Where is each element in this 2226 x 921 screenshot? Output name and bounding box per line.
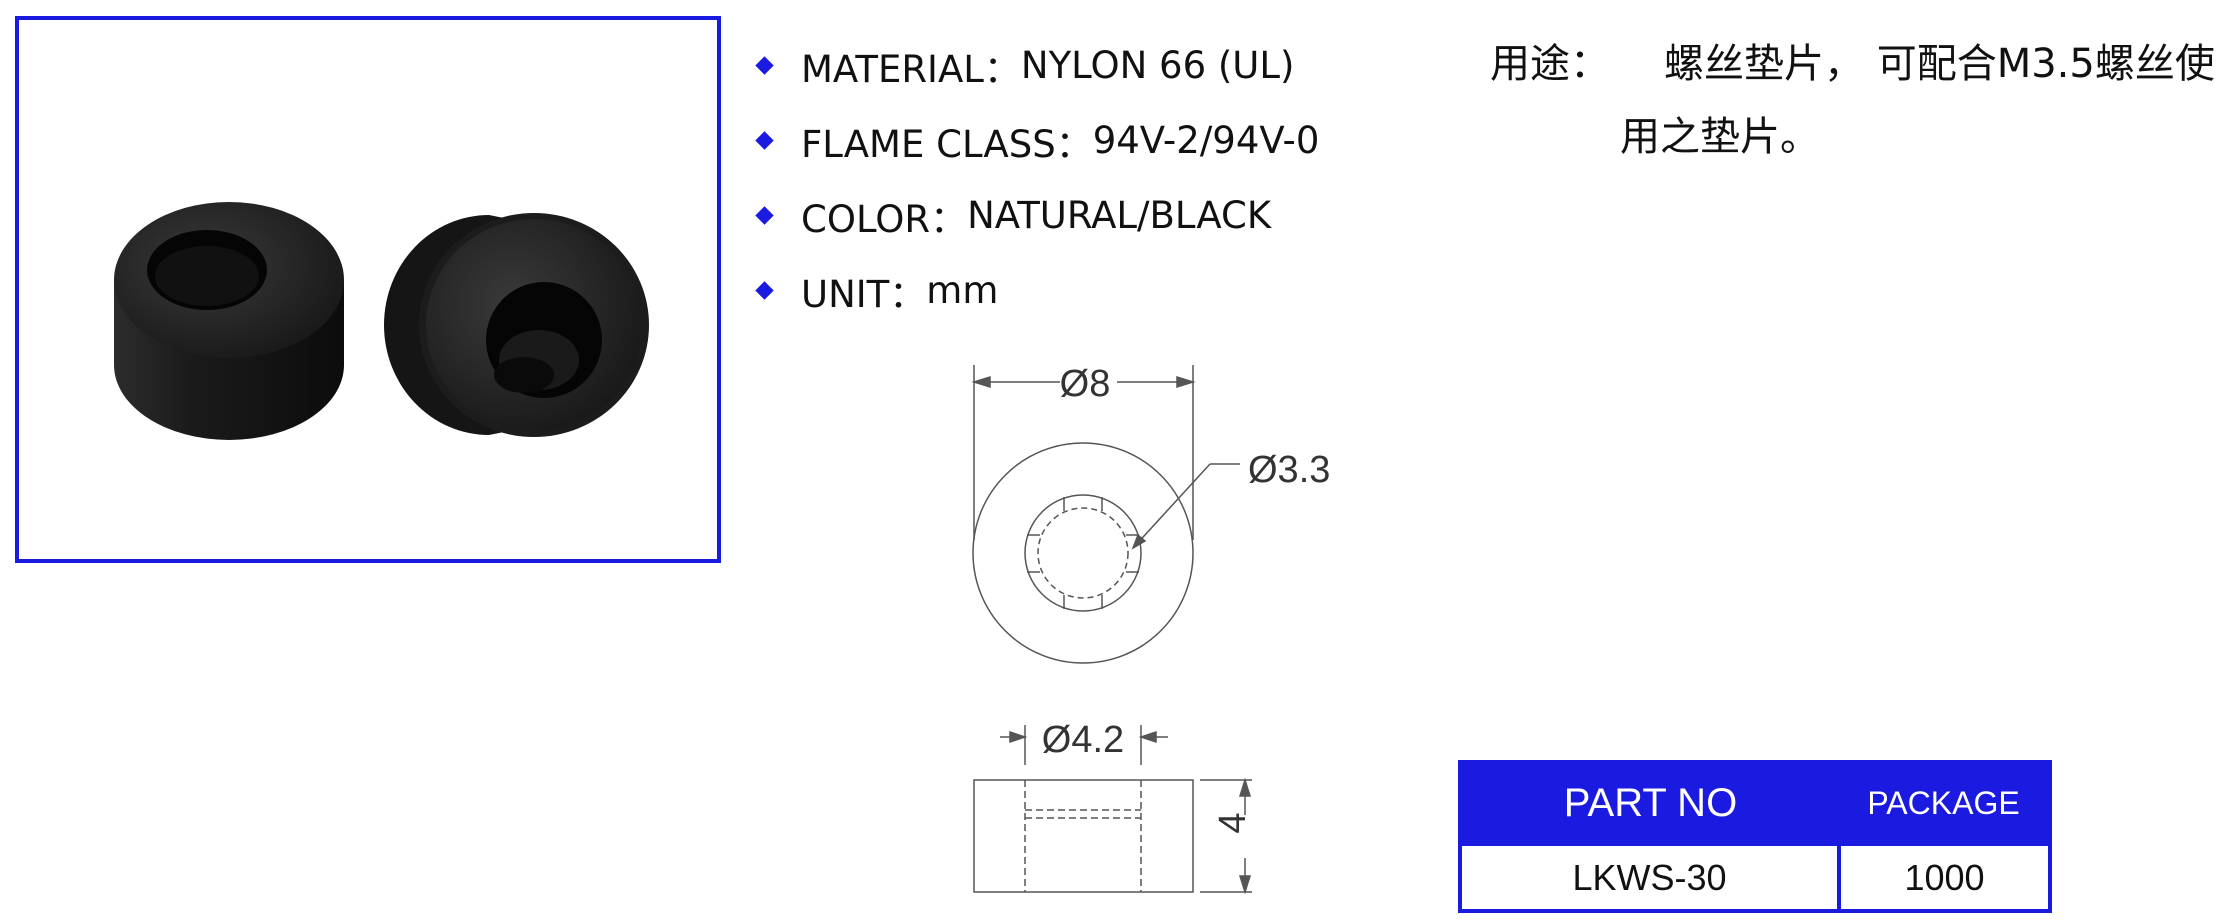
usage-description: 用途： 螺丝垫片， 可配合M3.5螺丝使 用之垫片。 [1490, 28, 2215, 174]
product-photo [114, 202, 649, 440]
top-view [971, 365, 1240, 664]
spec-value: mm [926, 269, 999, 312]
product-photo-frame [15, 16, 721, 563]
spec-color: COLOR： NATURAL/BLACK [750, 178, 1319, 253]
spec-label: COLOR： [801, 197, 968, 241]
dimension-thickness: 4 [1212, 812, 1254, 833]
spec-flame-class: FLAME CLASS： 94V-2/94V-0 [750, 103, 1319, 178]
header-package: PACKAGE [1839, 762, 2050, 844]
header-part-no: PART NO [1460, 762, 1839, 844]
cell-part-no: LKWS-30 [1458, 842, 1841, 913]
spec-value: NATURAL/BLACK [967, 194, 1272, 237]
usage-label: 用途： [1490, 41, 1610, 87]
spec-label: UNIT： [801, 272, 927, 316]
side-view [973, 725, 1252, 895]
part-table: PART NO PACKAGE LKWS-30 1000 [1458, 760, 2052, 913]
washer-right [384, 213, 649, 437]
dimension-counterbore-diameter: Ø4.2 [1042, 719, 1124, 761]
table-row: LKWS-30 1000 [1458, 842, 2052, 913]
dimension-outer-diameter: Ø8 [1060, 363, 1111, 405]
usage-line-2: 用之垫片。 [1620, 114, 1820, 160]
spec-value: NYLON 66 (UL) [1020, 44, 1295, 87]
spec-value: 94V-2/94V-0 [1092, 119, 1320, 162]
spec-material: MATERIAL： NYLON 66 (UL) [750, 28, 1319, 103]
dimension-inner-diameter: Ø3.3 [1248, 449, 1330, 491]
usage-line-1: 螺丝垫片， 可配合M3.5螺丝使 [1664, 41, 2215, 87]
spec-label: FLAME CLASS： [801, 122, 1093, 166]
washer-left [114, 202, 344, 440]
spec-list: MATERIAL： NYLON 66 (UL) FLAME CLASS： 94V… [750, 28, 1319, 328]
spec-unit: UNIT： mm [750, 253, 1319, 328]
cell-package: 1000 [1837, 842, 2052, 913]
spec-label: MATERIAL： [801, 47, 1021, 91]
